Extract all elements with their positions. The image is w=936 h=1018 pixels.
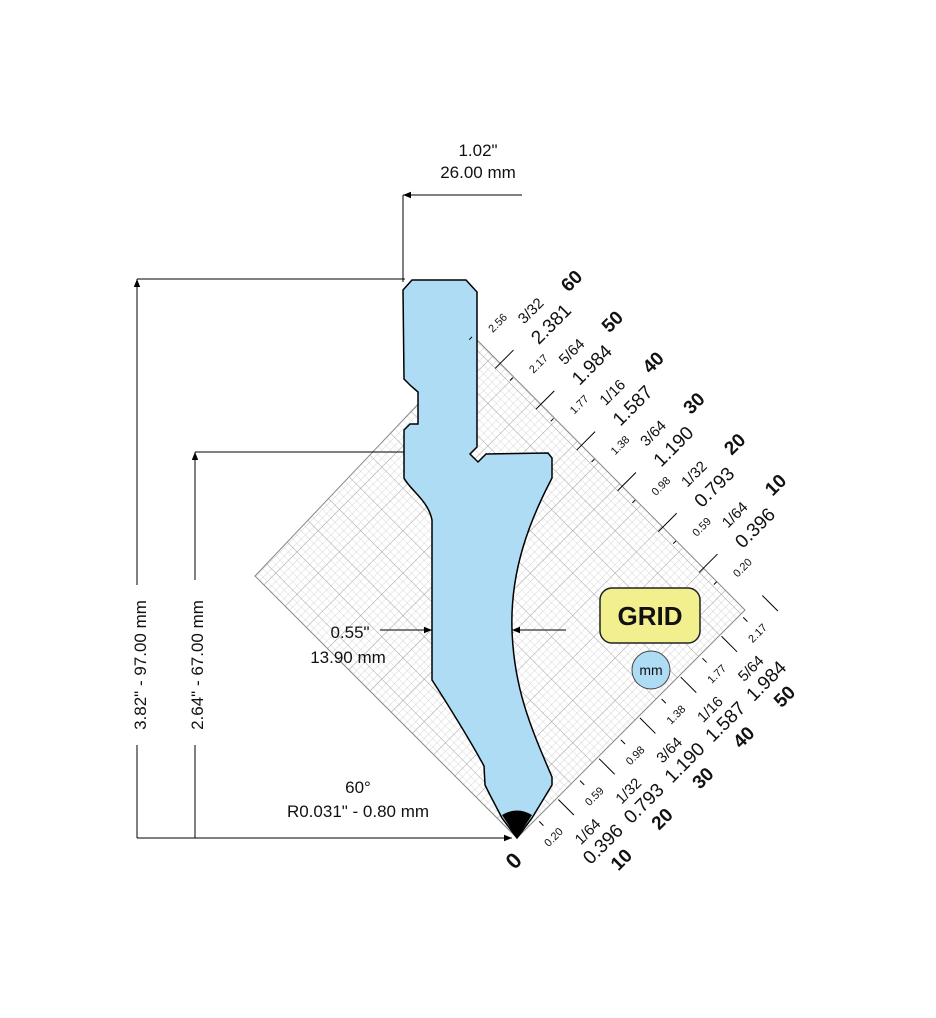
scale-mm-label: 50 — [598, 307, 628, 337]
scale-tick — [557, 799, 575, 816]
scale-tick — [698, 553, 718, 573]
scale-tick — [713, 581, 718, 585]
scale-tick — [617, 472, 637, 492]
scale-small-label: 0.20 — [542, 826, 566, 850]
scale-tick — [680, 676, 697, 693]
radius-label: R0.031" - 0.80 mm — [287, 802, 429, 821]
scale-small-label: 1.77 — [568, 393, 592, 417]
scale-mm-label: 40 — [639, 348, 669, 378]
punch-tip — [502, 810, 532, 838]
scale-tick — [672, 540, 677, 545]
scale-mm-label: 10 — [761, 471, 791, 501]
scale-small-label: 1.77 — [705, 663, 729, 687]
scale-tick — [509, 377, 514, 381]
dimension-lines — [133, 191, 566, 842]
scale-tick — [620, 739, 626, 745]
scale-tick — [535, 390, 555, 410]
scale-tick — [468, 336, 473, 341]
scale-tick — [538, 821, 544, 826]
scale-small-label: 2.17 — [527, 352, 551, 376]
scale-small-label: 1.38 — [609, 434, 633, 458]
scale-small-label: 0.98 — [624, 744, 648, 768]
unit-badge-label: mm — [639, 662, 662, 678]
unit-toggle-mm[interactable]: mm — [631, 650, 671, 690]
scale-tick — [702, 657, 708, 663]
neck-in-label: 0.55" — [330, 623, 369, 642]
scale-small-label: 0.20 — [731, 556, 755, 580]
scale-small-label: 0.98 — [650, 475, 674, 499]
working-height-label: 2.64" - 67.00 mm — [188, 600, 207, 730]
scale-small-label: 2.17 — [746, 622, 770, 646]
scale-tick — [632, 499, 636, 504]
grid-button-label: GRID — [618, 601, 683, 631]
lower-scale-group: 2.17 — [742, 595, 779, 646]
scale-tick — [661, 698, 667, 704]
scale-tick — [494, 349, 514, 369]
width-mm-label: 26.00 mm — [440, 163, 516, 182]
neck-mm-label: 13.90 mm — [310, 648, 386, 667]
scale-mm-label: 30 — [680, 389, 710, 419]
scale-tick — [657, 512, 678, 533]
total-height-label: 3.82" - 97.00 mm — [131, 600, 150, 730]
scale-mm-label: 60 — [557, 267, 587, 297]
scale-tick — [742, 617, 748, 622]
scale-small-label: 1.38 — [665, 703, 689, 727]
scale-tick — [576, 431, 596, 451]
scale-tick — [761, 595, 779, 612]
scale-tick — [598, 758, 616, 775]
scale-small-label: 2.56 — [486, 312, 510, 336]
punch-profile — [402, 279, 553, 840]
scale-tick — [591, 458, 595, 463]
width-in-label: 1.02" — [458, 141, 497, 160]
scale-mm-label: 20 — [720, 430, 750, 460]
angle-label: 60° — [345, 778, 371, 797]
grid-button[interactable]: GRID — [599, 587, 701, 644]
scale-tick — [550, 418, 554, 422]
scale-tick — [639, 717, 656, 734]
origin-label: 0 — [501, 848, 527, 874]
scale-small-label: 0.59 — [690, 516, 714, 540]
scale-tick — [721, 635, 738, 653]
scale-small-label: 0.59 — [583, 785, 607, 809]
scale-tick — [579, 780, 585, 786]
